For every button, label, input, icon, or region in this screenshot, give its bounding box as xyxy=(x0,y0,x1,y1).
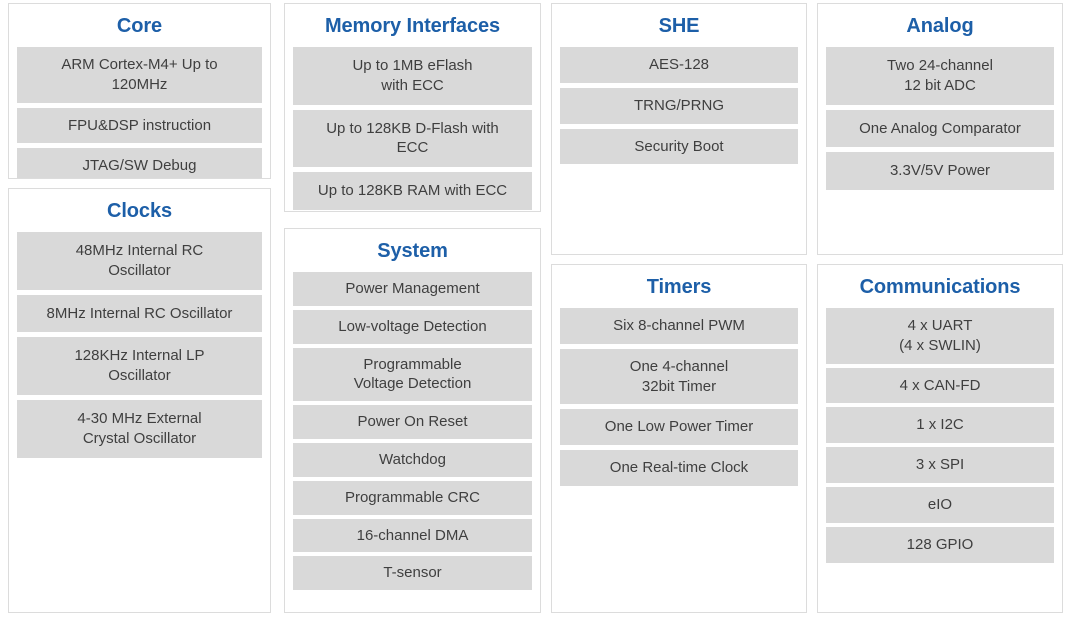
feature-item: T-sensor xyxy=(293,556,532,591)
feature-item: Up to 128KB RAM with ECC xyxy=(293,172,532,210)
feature-item: One Analog Comparator xyxy=(826,109,1054,148)
feature-item: 4-30 MHz External Crystal Oscillator xyxy=(17,399,262,458)
feature-item: Programmable CRC xyxy=(293,480,532,515)
feature-item: Security Boot xyxy=(560,128,798,165)
panel-memory-interfaces: Memory Interfaces Up to 1MB eFlash with … xyxy=(284,3,541,212)
feature-item: eIO xyxy=(826,486,1054,523)
panel-timers: Timers Six 8-channel PWM One 4-channel 32… xyxy=(551,264,807,613)
panel-title-she: SHE xyxy=(658,15,700,37)
feature-item: One Low Power Timer xyxy=(560,409,798,446)
feature-item: Up to 128KB D-Flash with ECC xyxy=(293,109,532,168)
panel-title-clocks: Clocks xyxy=(107,200,172,222)
feature-item: 128KHz Internal LP Oscillator xyxy=(17,337,262,395)
panel-clocks: Clocks 48MHz Internal RC Oscillator 8MHz … xyxy=(8,188,271,613)
feature-item: Power Management xyxy=(293,272,532,306)
feature-item: One 4-channel 32bit Timer xyxy=(560,348,798,405)
feature-item: FPU&DSP instruction xyxy=(17,107,262,144)
feature-item: 4 x UART (4 x SWLIN) xyxy=(826,308,1054,364)
panel-items-timers: Six 8-channel PWM One 4-channel 32bit Tim… xyxy=(552,308,806,494)
panel-title-timers: Timers xyxy=(646,276,712,298)
feature-item: 128 GPIO xyxy=(826,526,1054,563)
feature-item: TRNG/PRNG xyxy=(560,87,798,124)
panel-communications: Communications 4 x UART (4 x SWLIN)4 x C… xyxy=(817,264,1063,613)
feature-item: Programmable Voltage Detection xyxy=(293,347,532,402)
panel-title-memory-interfaces: Memory Interfaces xyxy=(324,15,501,37)
feature-item: 16-channel DMA xyxy=(293,518,532,553)
feature-item: Low-voltage Detection xyxy=(293,309,532,344)
feature-item: 8MHz Internal RC Oscillator xyxy=(17,294,262,333)
feature-item: One Real-time Clock xyxy=(560,450,798,486)
feature-item: Up to 1MB eFlash with ECC xyxy=(293,47,532,105)
feature-item: 4 x CAN-FD xyxy=(826,367,1054,404)
feature-item: JTAG/SW Debug xyxy=(17,148,262,178)
feature-item: 3 x SPI xyxy=(826,447,1054,483)
panel-analog: Analog Two 24-channel 12 bit ADC One Anal… xyxy=(817,3,1063,255)
feature-item: 48MHz Internal RC Oscillator xyxy=(17,232,262,290)
panel-items-analog: Two 24-channel 12 bit ADC One Analog Comp… xyxy=(818,47,1062,198)
feature-item: Power On Reset xyxy=(293,405,532,439)
panel-items-clocks: 48MHz Internal RC Oscillator 8MHz Interna… xyxy=(9,232,270,466)
panel-title-core: Core xyxy=(116,15,163,37)
panel-title-communications: Communications xyxy=(859,276,1021,298)
feature-item: 3.3V/5V Power xyxy=(826,152,1054,191)
feature-item: AES-128 xyxy=(560,47,798,83)
feature-item: 1 x I2C xyxy=(826,407,1054,444)
panel-title-system: System xyxy=(377,240,448,262)
feature-item: Watchdog xyxy=(293,442,532,477)
feature-item: Two 24-channel 12 bit ADC xyxy=(826,47,1054,105)
panel-title-analog: Analog xyxy=(906,15,974,37)
feature-item: Six 8-channel PWM xyxy=(560,308,798,344)
feature-item: ARM Cortex-M4+ Up to 120MHz xyxy=(17,47,262,103)
